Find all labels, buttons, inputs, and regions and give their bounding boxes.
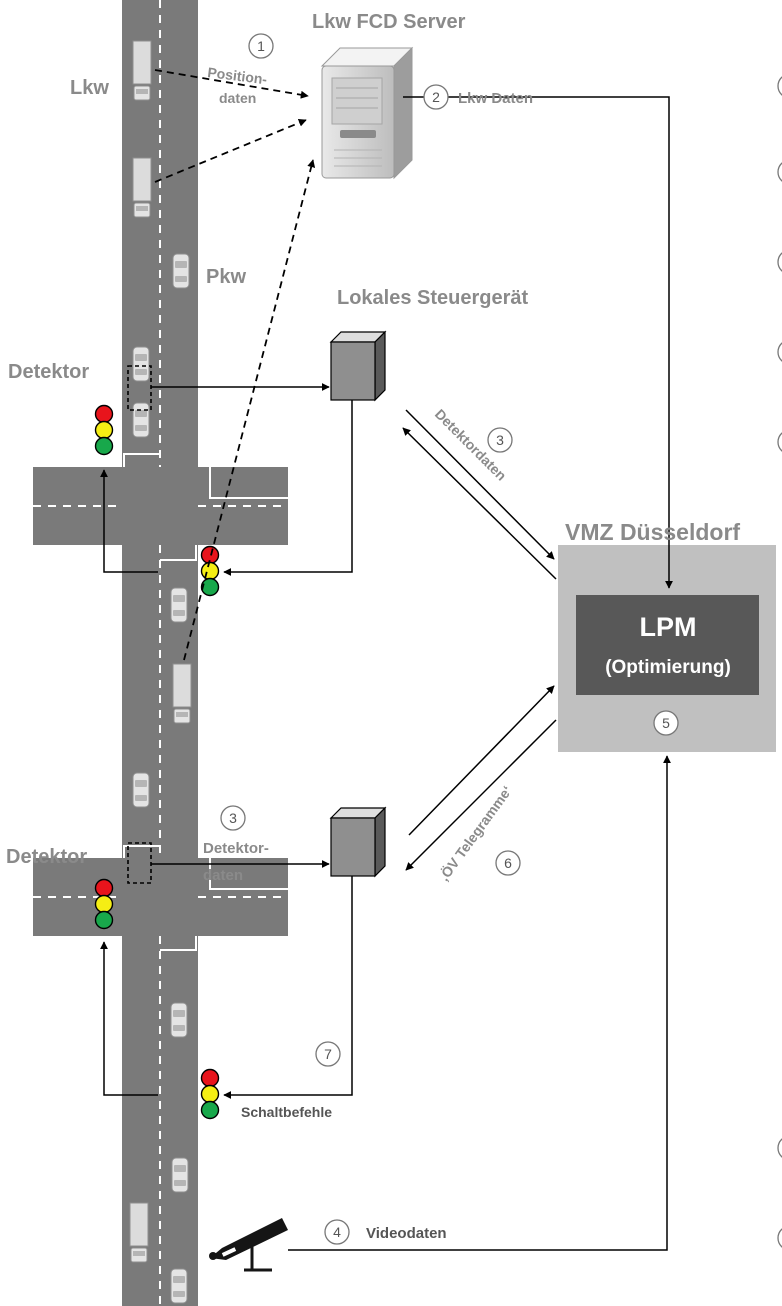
step-4-badge (324, 1219, 350, 1245)
detector-loop (127, 365, 152, 411)
step-3-number: 3 (496, 432, 504, 448)
step-6-badge (495, 850, 521, 876)
car-icon (170, 1002, 188, 1038)
truck-icon (132, 157, 152, 218)
video-camera-icon (209, 1218, 288, 1272)
lkw-label: Lkw (70, 77, 109, 99)
car-icon (132, 772, 150, 808)
truck-icon (129, 1202, 149, 1263)
step-1-badge (248, 33, 274, 59)
schaltbefehle-label: Schaltbefehle (241, 1104, 332, 1120)
traffic-light-icon (200, 545, 220, 597)
step-4-number: 4 (333, 1224, 341, 1240)
step-1-number: 1 (257, 38, 265, 54)
step-6-number: 6 (504, 855, 512, 871)
detector-label: Detektor (8, 361, 89, 383)
step-5-number: 5 (662, 715, 670, 731)
detector-label-2: Detektor (6, 846, 87, 868)
truck-icon (172, 663, 192, 724)
traffic-light-icon (94, 404, 114, 456)
detektor-label-line1: Detektor- (203, 840, 269, 857)
road (33, 0, 288, 1306)
signal-flows (100, 96, 673, 1251)
car-icon (172, 253, 190, 289)
truck-icon (132, 40, 152, 101)
lpm-subtitle: (Optimierung) (605, 657, 731, 678)
position-label-line1: Position- (207, 64, 269, 87)
vmz-title: VMZ Düsseldorf (565, 519, 740, 545)
car-icon (171, 1157, 189, 1193)
detektor-label-line2: daten (203, 867, 243, 884)
detector-loop (127, 842, 152, 884)
traffic-light-icon (94, 878, 114, 930)
server-tower-icon (320, 46, 414, 180)
lpm-title: LPM (640, 612, 697, 642)
lpm-box (576, 595, 759, 695)
car-icon (170, 587, 188, 623)
car-icon (170, 1268, 188, 1304)
step-3-number: 3 (229, 810, 237, 826)
position-label-line2: daten (219, 90, 256, 106)
step-3-badge (220, 805, 246, 831)
position-flows (154, 69, 316, 661)
step-7-number: 7 (324, 1046, 332, 1062)
control-box-icon (330, 807, 386, 877)
car-icon (132, 402, 150, 438)
pkw-label: Pkw (206, 266, 246, 288)
server-title: Lkw FCD Server (312, 11, 466, 33)
step-5-badge (653, 710, 679, 736)
step-2-badge (423, 84, 449, 110)
car-icon (132, 346, 150, 382)
control-box-icon (330, 331, 386, 401)
controller-title: Lokales Steuergerät (337, 287, 529, 309)
traffic-light-icon (200, 1068, 220, 1120)
step-2-number: 2 (432, 89, 440, 105)
step-3-badge (487, 427, 513, 453)
cut-off-step-badges (777, 76, 782, 1248)
step-7-badge (315, 1041, 341, 1067)
lkw-daten-label: Lkw Daten (458, 90, 533, 107)
videodaten-label: Videodaten (366, 1225, 447, 1242)
